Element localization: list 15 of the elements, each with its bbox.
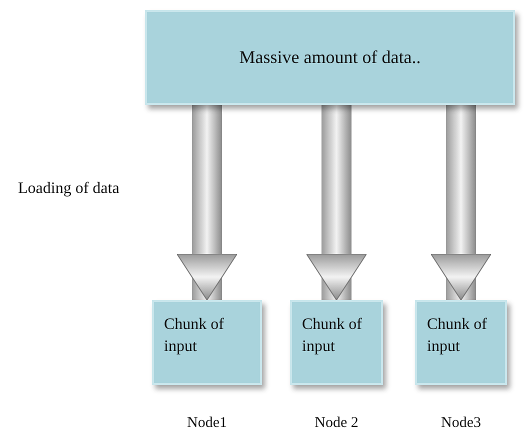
block-arrow xyxy=(176,105,238,300)
process-box xyxy=(145,10,515,105)
node-caption: Node3 xyxy=(441,415,481,432)
box-text: Chunk of input xyxy=(302,315,363,358)
node-caption: Node 2 xyxy=(314,415,358,432)
block-arrow xyxy=(430,105,492,300)
box-text: Massive amount of data.. xyxy=(239,46,421,69)
node-caption: Node1 xyxy=(187,415,227,432)
process-box xyxy=(290,300,383,385)
process-box xyxy=(152,300,262,385)
box-text: Chunk of input xyxy=(164,315,225,358)
process-box xyxy=(415,300,507,385)
box-text: Chunk of input xyxy=(427,315,488,358)
block-arrow xyxy=(306,105,367,300)
annotation-text: Loading of data xyxy=(18,180,120,198)
